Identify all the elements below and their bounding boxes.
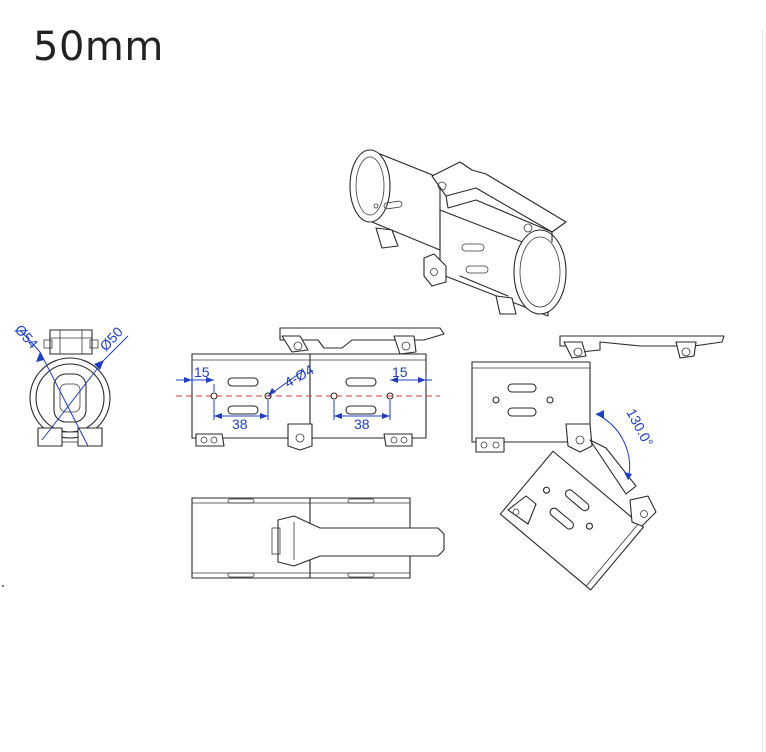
end-view: Ø54 Ø50 — [12, 321, 129, 447]
front-view: 15 38 4-Ø4 15 38 — [176, 327, 445, 451]
stray-marker — [2, 585, 4, 587]
left-edge-offset-label: 15 — [194, 364, 210, 380]
fold-angle-label: 130.0° — [623, 406, 656, 449]
isometric-view — [349, 149, 567, 317]
page-edge-divider — [762, 30, 763, 752]
outer-diameter-label: Ø54 — [12, 321, 42, 352]
right-edge-offset-label: 15 — [392, 364, 408, 380]
left-hole-spacing-label: 38 — [232, 416, 248, 432]
page-title: 50mm — [33, 24, 164, 70]
inner-diameter-label: Ø50 — [96, 323, 126, 354]
top-view — [191, 497, 445, 579]
folded-view: 130.0° — [471, 335, 725, 591]
right-hole-spacing-label: 38 — [354, 416, 370, 432]
